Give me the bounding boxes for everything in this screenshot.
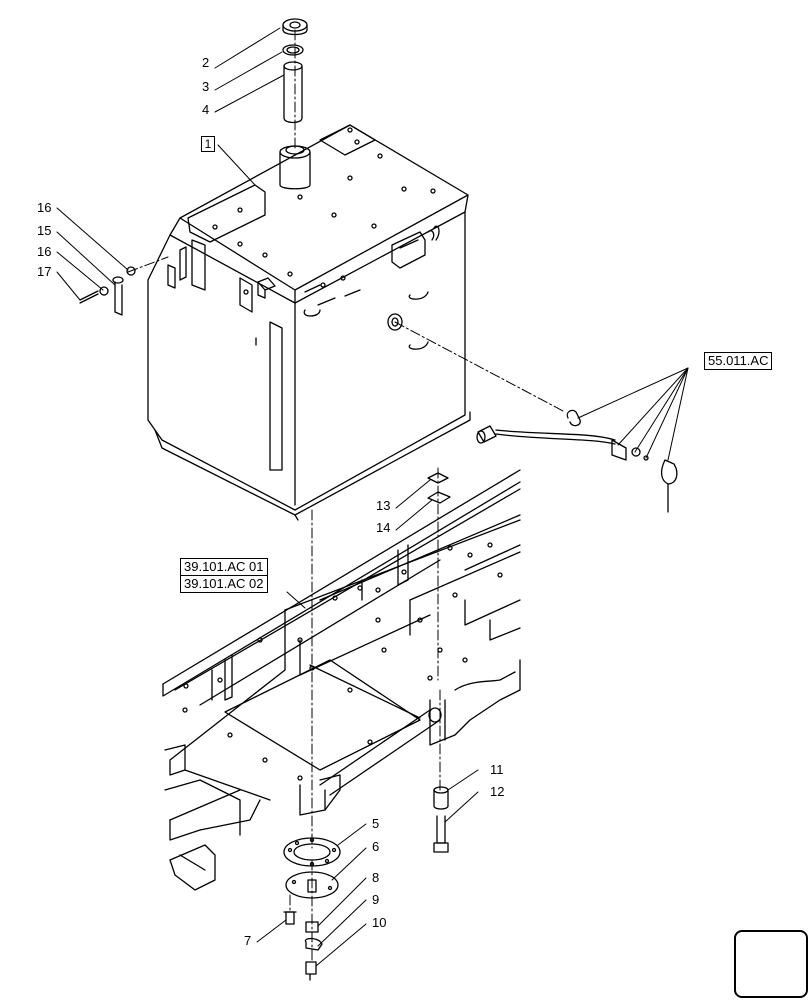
reference-39-101-ac-02[interactable]: 39.101.AC 02	[181, 575, 267, 592]
callout-6: 6	[372, 839, 380, 854]
item-1-box: 1	[201, 136, 215, 152]
callout-16-bottom: 16	[37, 244, 52, 259]
callout-15: 15	[37, 223, 52, 238]
callout-16-top: 16	[37, 200, 52, 215]
callout-10: 10	[372, 915, 387, 930]
tank-pads	[427, 472, 451, 504]
alignment-lines	[127, 29, 566, 961]
reference-55-011-ac[interactable]: 55.011.AC	[704, 352, 773, 370]
callout-7: 7	[244, 933, 252, 948]
fuel-tank	[147, 124, 471, 521]
callout-5: 5	[372, 816, 380, 831]
callout-14: 14	[376, 520, 391, 535]
callout-17: 17	[37, 264, 52, 279]
callout-8: 8	[372, 870, 380, 885]
reference-39-101-ac-01[interactable]: 39.101.AC 01	[184, 559, 264, 574]
frame-structure	[162, 469, 521, 891]
callout-12: 12	[490, 784, 505, 799]
callout-13: 13	[376, 498, 391, 513]
mounting-bolt	[433, 786, 449, 853]
reference-frame-stack: 39.101.AC 01 39.101.AC 02	[180, 558, 268, 593]
side-bracket-hardware	[79, 266, 136, 316]
callout-11: 11	[490, 762, 504, 777]
callout-9: 9	[372, 892, 380, 907]
fuel-sender	[476, 409, 678, 513]
navigation-button[interactable]	[734, 930, 808, 998]
callout-2: 2	[202, 55, 210, 70]
leader-lines	[56, 27, 689, 967]
callout-3: 3	[202, 79, 210, 94]
callout-4: 4	[202, 102, 210, 117]
